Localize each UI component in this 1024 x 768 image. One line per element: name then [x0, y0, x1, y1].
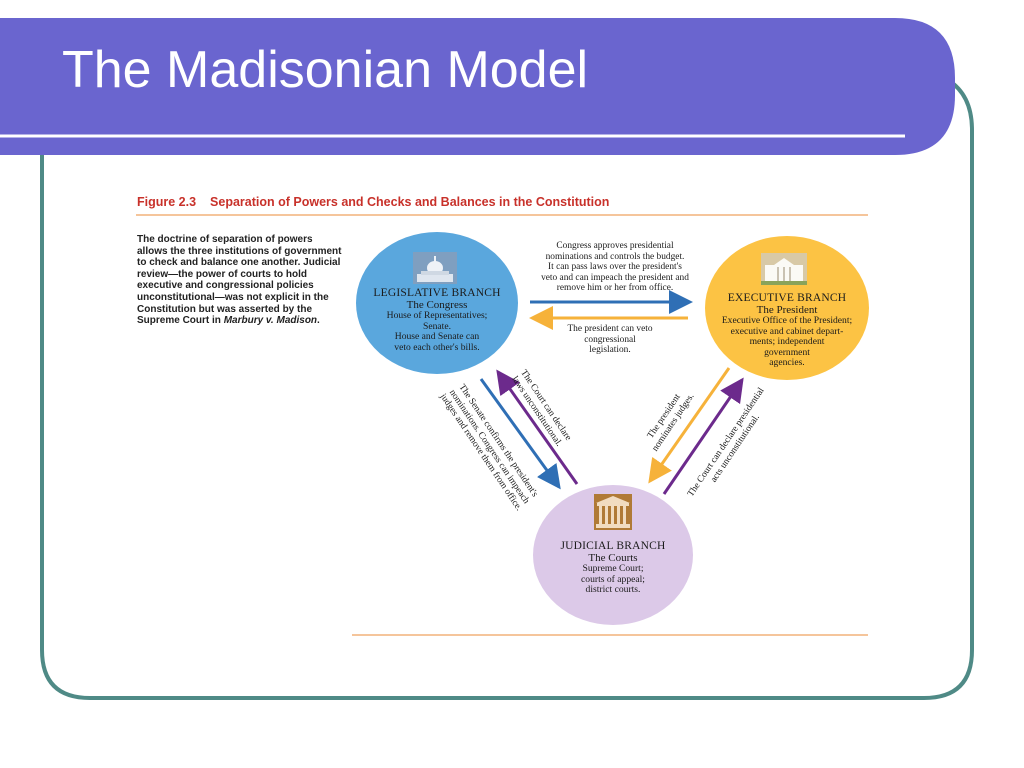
figure-title-text: Separation of Powers and Checks and Bala…: [210, 195, 610, 209]
caption-text: The doctrine of separation of powers all…: [137, 234, 342, 327]
executive-branch-description: Executive Office of the President; execu…: [704, 315, 870, 369]
figure-caption: The doctrine of separation of powers all…: [137, 234, 342, 327]
check-president-over-congress: The president can veto congressional leg…: [545, 324, 675, 356]
description-line: House of Representatives;: [386, 310, 488, 321]
arrow-congress-to-courts: [479, 378, 561, 490]
executive-branch-label: EXECUTIVE BRANCH The President Executive…: [704, 292, 870, 369]
legislative-branch-label: LEGISLATIVE BRANCH The Congress House of…: [360, 287, 514, 353]
judicial-branch-label: JUDICIAL BRANCH The Courts Supreme Court…: [540, 540, 686, 596]
figure-title: Figure 2.3 Separation of Powers and Check…: [137, 195, 609, 209]
check-line: The president can veto: [567, 324, 653, 334]
legislative-branch-body: The Congress: [406, 299, 468, 311]
check-line: remove him or her from office.: [556, 283, 674, 294]
title-bar: [0, 18, 955, 155]
capitol-building-icon: [413, 252, 457, 284]
slide-title: The Madisonian Model: [62, 41, 589, 99]
arrow-courts-to-congress: [496, 369, 579, 485]
judicial-branch-circle: [533, 485, 693, 625]
description-line: Supreme Court;: [582, 563, 644, 574]
description-line: agencies.: [769, 357, 805, 369]
description-line: executive and cabinet depart-: [730, 325, 844, 337]
arrow-courts-to-president: [662, 377, 744, 495]
white-house-icon: [761, 253, 807, 285]
figure-number: Figure 2.3: [137, 195, 197, 209]
legislative-branch-description: House of Representatives; Senate. House …: [360, 310, 514, 353]
description-line: ments; independent: [749, 336, 825, 348]
executive-branch-name: EXECUTIVE BRANCH: [727, 292, 847, 304]
caption-case-name: Marbury v. Madison: [223, 315, 318, 327]
description-line: House and Senate can: [394, 331, 480, 343]
caption-end: .: [317, 315, 320, 327]
check-line: legislation.: [589, 345, 631, 356]
arrow-president-to-courts: [648, 367, 731, 484]
legislative-branch-circle: [356, 232, 518, 374]
description-line: Executive Office of the President;: [721, 315, 853, 326]
check-line: veto and can impeach the president and: [541, 272, 689, 283]
judicial-branch-body: The Courts: [588, 552, 638, 564]
executive-branch-circle: [705, 236, 869, 380]
description-line: veto each other's bills.: [394, 341, 480, 353]
judicial-branch-description: Supreme Court; courts of appeal; distric…: [540, 563, 686, 596]
check-line: congressional: [584, 334, 636, 345]
check-line: Congress approves presidential: [556, 241, 674, 251]
check-line: nominations and controls the budget.: [545, 251, 685, 262]
description-line: district courts.: [585, 584, 641, 596]
legislative-branch-name: LEGISLATIVE BRANCH: [373, 287, 501, 299]
content-frame: [40, 78, 974, 700]
supreme-court-icon: [594, 494, 632, 530]
check-line: It can pass laws over the president's: [548, 262, 682, 273]
executive-branch-body: The President: [756, 304, 818, 316]
judicial-branch-name: JUDICIAL BRANCH: [560, 540, 666, 552]
description-line: government: [764, 346, 810, 358]
description-line: Senate.: [423, 320, 451, 332]
description-line: courts of appeal;: [581, 573, 645, 585]
check-congress-over-president: Congress approves presidential nominatio…: [519, 241, 711, 294]
